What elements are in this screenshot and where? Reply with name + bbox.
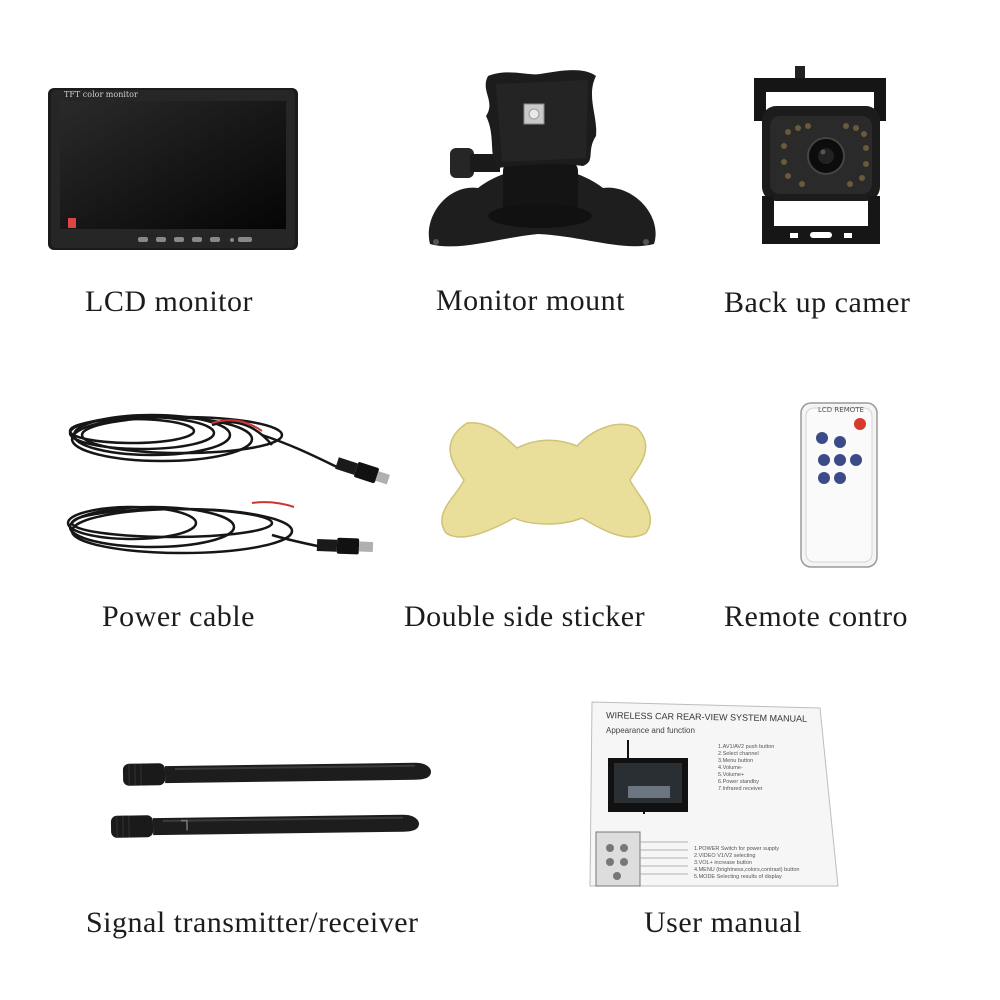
monitor-mount-label: Monitor mount [436,284,626,317]
power-cable-label: Power cable [102,600,255,633]
antennas-item [110,760,435,855]
manual-list-item: 7.Infrared receiver [718,786,763,792]
remote-header-text: LCD REMOTE [818,406,864,414]
backup-camera-label: Back up camer [724,286,911,319]
manual-list-item: 1.POWER Switch for power supply [694,846,779,852]
manual-list-item: 3.VOL+ increase button [694,860,752,866]
manual-list-item: 2.VIDEO V1/V2 selecting [694,853,756,859]
manual-list-item: 5.MODE Selecting results of display [694,874,782,880]
lcd-monitor-item: TFT color monitor [48,88,300,253]
user-manual-label: User manual [644,906,802,939]
power-cable-item [62,405,390,575]
manual-list-item: 1.AV1/AV2 push button [718,744,775,750]
sticker-item [432,418,662,543]
monitor-mount-item [418,66,663,256]
sticker-image [441,422,652,538]
sticker-label: Double side sticker [404,600,646,633]
manual-list-item: 6.Power standby [718,779,759,785]
user-manual-item: WIRELESS CAR REAR-VIEW SYSTEM MANUAL App… [588,700,840,890]
lcd-monitor-label: LCD monitor [85,285,253,318]
manual-list-item: 4.Volume- [718,765,743,771]
monitor-mount-image [428,70,656,247]
manual-subtitle: Appearance and function [606,726,695,735]
manual-list-top: 1.AV1/AV2 push button 2.Select channel 3… [718,744,774,793]
power-cable-image [66,413,390,555]
remote-image [800,402,878,568]
antennas-label: Signal transmitter/receiver [86,906,419,939]
manual-list-bottom: 1.POWER Switch for power supply 2.VIDEO … [694,846,799,881]
lcd-monitor-image [48,88,298,250]
manual-list-item: 3.Menu button [718,758,754,764]
backup-camera-item [750,66,890,246]
lcd-monitor-screen-text: TFT color monitor [64,90,138,99]
manual-list-item: 5.Volume+ [718,772,745,778]
manual-list-item: 4.MENU (brightness,colors,contrast) butt… [694,867,800,873]
user-manual-image [589,701,839,887]
remote-label: Remote contro [724,600,908,633]
antennas-image [110,762,432,838]
backup-camera-image [754,66,886,244]
remote-item: LCD REMOTE [800,402,880,570]
manual-list-item: 2.Select channel [718,751,759,757]
